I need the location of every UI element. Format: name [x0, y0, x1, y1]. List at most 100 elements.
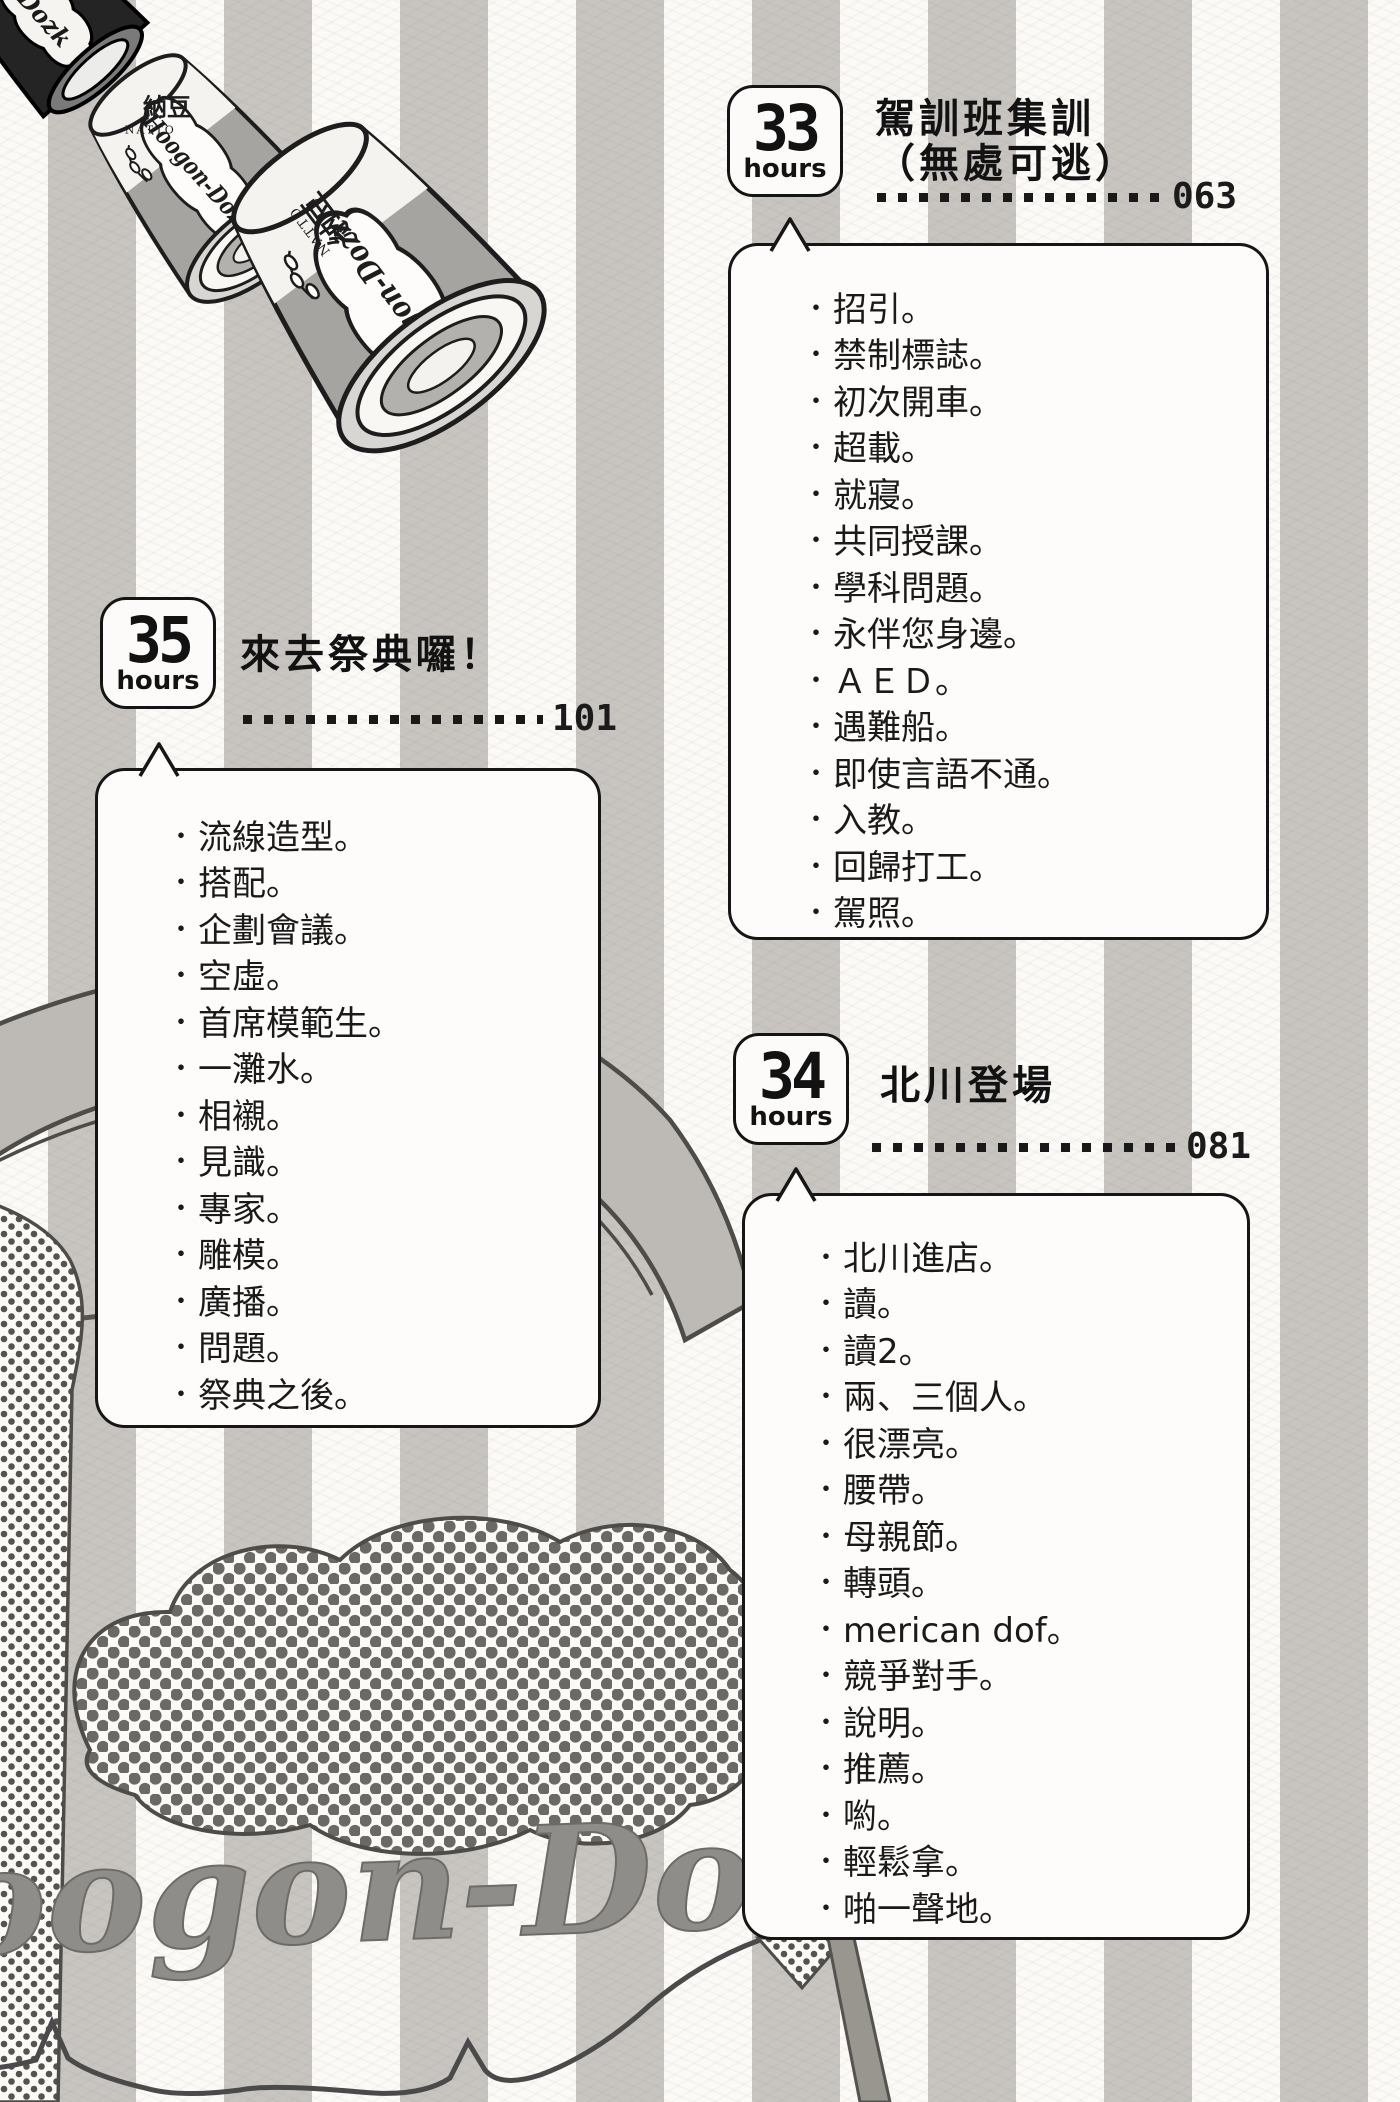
item-label: 啪一聲地。	[843, 1889, 1014, 1930]
chapter-page-number: 081	[1186, 1126, 1252, 1167]
item-bullet-icon: ・	[168, 961, 195, 992]
toc-item: ・即使言語不通。	[803, 748, 1266, 795]
toc-item: ・遇難船。	[803, 702, 1266, 749]
toc-item: ・腰帶。	[813, 1465, 1247, 1512]
chapter-title-33: 駕訓班集訓 （無處可逃）	[875, 97, 1139, 187]
item-bullet-icon: ・	[803, 293, 830, 324]
toc-item: ・問題。	[168, 1323, 598, 1370]
item-bullet-icon: ・	[813, 1661, 840, 1692]
toc-item: ・企劃會議。	[168, 904, 598, 951]
item-bullet-icon: ・	[813, 1521, 840, 1552]
item-label: 很漂亮。	[843, 1424, 980, 1465]
item-label: 說明。	[843, 1703, 946, 1744]
item-label: 相襯。	[198, 1096, 301, 1137]
item-bullet-icon: ・	[803, 386, 830, 417]
item-label: ＡＥＤ。	[833, 661, 970, 702]
chapter-item-list-34: ・北川進店。・讀。・讀2。・兩、三個人。・很漂亮。・腰帶。・母親節。・轉頭。・m…	[745, 1196, 1247, 1937]
item-label: 喲。	[843, 1796, 912, 1837]
chapter-badge-35: 35 hours	[100, 597, 216, 709]
item-label: 招引。	[833, 289, 936, 330]
toc-item: ・見識。	[168, 1137, 598, 1184]
chapter-title-line1: 來去祭典囉！	[240, 632, 504, 678]
toc-item: ・競爭對手。	[813, 1651, 1247, 1697]
item-bullet-icon: ・	[168, 1100, 195, 1131]
item-bullet-icon: ・	[168, 1379, 195, 1410]
medium-tub-flavor-cjk: 納豆	[143, 93, 191, 122]
item-bullet-icon: ・	[803, 479, 830, 510]
toc-item: ・相襯。	[168, 1090, 598, 1137]
toc-item: ・學科問題。	[803, 562, 1266, 609]
item-label: 遇難船。	[833, 708, 970, 749]
item-bullet-icon: ・	[813, 1428, 840, 1459]
badge-hour-number: 34	[758, 1040, 827, 1114]
item-bullet-icon: ・	[813, 1568, 840, 1599]
item-label: 一灘水。	[198, 1050, 335, 1091]
item-label: 永伴您身邊。	[833, 615, 1038, 656]
item-label: 初次開車。	[833, 382, 1004, 423]
item-bullet-icon: ・	[803, 526, 830, 557]
toc-item: ・超載。	[803, 423, 1266, 470]
item-label: 超載。	[833, 429, 936, 470]
item-label: 學科問題。	[833, 568, 1004, 609]
item-bullet-icon: ・	[168, 868, 195, 899]
item-label: 雕模。	[198, 1236, 301, 1277]
item-bullet-icon: ・	[168, 821, 195, 852]
chapter-page-number: 063	[1172, 176, 1238, 217]
toc-item: ・母親節。	[813, 1511, 1247, 1558]
scalloped-edge	[0, 1937, 761, 2097]
item-label: 腰帶。	[843, 1471, 946, 1512]
item-bullet-icon: ・	[168, 1147, 195, 1178]
item-label: 共同授課。	[833, 522, 1004, 563]
item-bullet-icon: ・	[813, 1754, 840, 1785]
item-label: 轉頭。	[843, 1564, 946, 1605]
toc-item: ・共同授課。	[803, 516, 1266, 563]
item-bullet-icon: ・	[168, 1054, 195, 1085]
toc-item: ・搭配。	[168, 858, 598, 905]
item-label: 廣播。	[198, 1282, 301, 1323]
badge-hour-unit: hours	[749, 1102, 833, 1132]
item-bullet-icon: ・	[803, 851, 830, 882]
item-bullet-icon: ・	[803, 433, 830, 464]
item-bullet-icon: ・	[803, 340, 830, 371]
toc-item: ・廣播。	[168, 1276, 598, 1323]
toc-item: ・說明。	[813, 1697, 1247, 1744]
item-bullet-icon: ・	[813, 1614, 840, 1645]
item-bullet-icon: ・	[168, 914, 195, 945]
chapter-title-line1: 北川登場	[880, 1063, 1056, 1109]
item-label: 駕照。	[833, 894, 936, 935]
halftone-left-band	[0, 1204, 85, 2102]
item-bullet-icon: ・	[813, 1335, 840, 1366]
dotted-leader	[872, 1143, 1178, 1152]
ice-cream-tubs-illustration: Dozk Hoogon-Dozz 納豆 NATTO	[0, 0, 547, 454]
toc-item: ・流線造型。	[168, 811, 598, 858]
chapter-title-34: 北川登場	[880, 1064, 1056, 1109]
toc-item: ・ＡＥＤ。	[803, 655, 1266, 702]
item-label: 祭典之後。	[198, 1375, 369, 1416]
item-bullet-icon: ・	[803, 898, 830, 929]
item-label: 搭配。	[198, 864, 301, 905]
item-label: 問題。	[198, 1329, 301, 1370]
toc-item: ・專家。	[168, 1183, 598, 1230]
item-label: 推薦。	[843, 1750, 946, 1791]
item-label: 見識。	[198, 1143, 301, 1184]
item-label: merican dof。	[843, 1610, 1081, 1651]
natto-bean-doodle	[283, 250, 320, 300]
item-label: 就寢。	[833, 475, 936, 516]
toc-item: ・啪一聲地。	[813, 1883, 1247, 1930]
item-bullet-icon: ・	[813, 1800, 840, 1831]
item-label: 企劃會議。	[198, 910, 369, 951]
item-label: 兩、三個人。	[843, 1378, 1048, 1419]
toc-item: ・駕照。	[803, 888, 1266, 935]
chapter-title-line2: （無處可逃）	[875, 141, 1139, 187]
item-bullet-icon: ・	[803, 665, 830, 696]
item-bullet-icon: ・	[803, 805, 830, 836]
item-bullet-icon: ・	[803, 572, 830, 603]
toc-item: ・輕鬆拿。	[813, 1837, 1247, 1883]
chapter-page-number: 101	[552, 698, 618, 739]
item-bullet-icon: ・	[813, 1475, 840, 1506]
bubble-tail	[769, 217, 811, 252]
slanted-band	[826, 1936, 892, 2102]
item-label: 禁制標誌。	[833, 336, 1004, 377]
item-label: 空虛。	[198, 957, 301, 998]
